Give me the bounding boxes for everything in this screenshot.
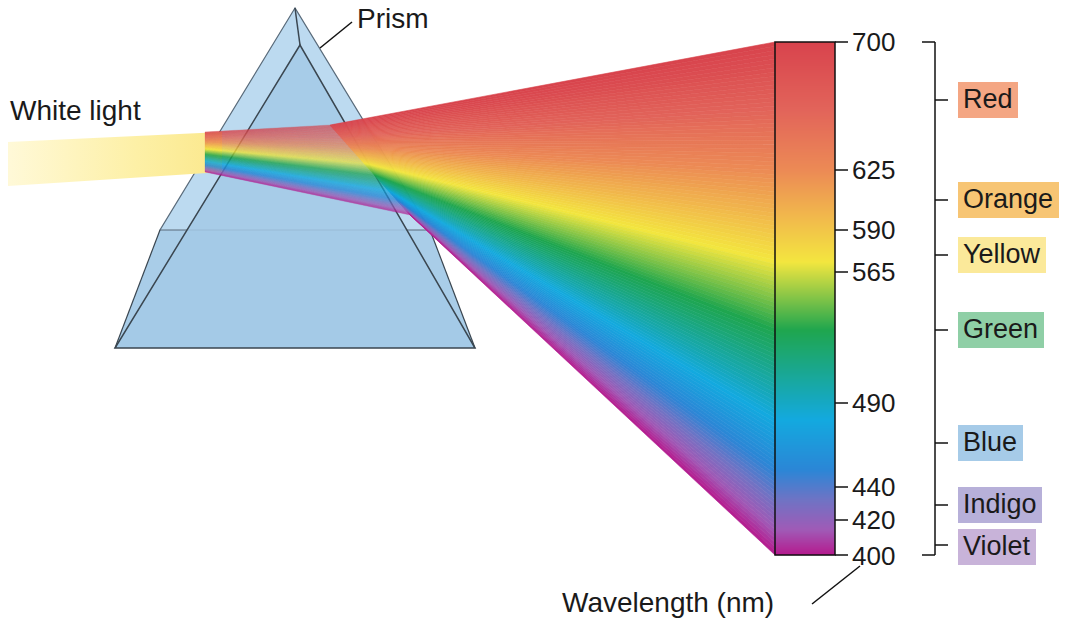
- wavelength-bar-frame: [775, 42, 835, 555]
- color-name: Violet: [963, 532, 1031, 562]
- color-name: Green: [963, 315, 1039, 345]
- beam-label: White light: [10, 96, 141, 127]
- wavelength-value: 420: [852, 506, 895, 535]
- wavelength-value: 440: [852, 473, 895, 502]
- wavelength-value: 590: [852, 216, 895, 245]
- color-name-box: Red: [958, 82, 1018, 118]
- color-name: Orange: [963, 185, 1054, 215]
- color-name-box: Blue: [958, 425, 1023, 461]
- color-name: Red: [963, 85, 1013, 115]
- wavelength-value: 625: [852, 156, 895, 185]
- color-name: Indigo: [963, 490, 1037, 520]
- color-name: Blue: [963, 428, 1018, 458]
- color-name-box: Violet: [958, 529, 1036, 565]
- prism-leader: [320, 22, 352, 48]
- color-name-box: Yellow: [958, 237, 1046, 273]
- wavelength-leader: [812, 566, 860, 604]
- spectrum-fan: [205, 42, 775, 555]
- color-name-box: Orange: [958, 182, 1059, 218]
- white-light-beam: [8, 132, 222, 186]
- wavelength-value: 700: [852, 28, 895, 57]
- color-name: Yellow: [963, 240, 1041, 270]
- part-label: Prism: [357, 4, 429, 35]
- color-name-box: Green: [958, 312, 1044, 348]
- wavelength-bar: [775, 42, 835, 555]
- wavelength-value: 490: [852, 389, 895, 418]
- wavelength-value: 565: [852, 258, 895, 287]
- color-name-box: Indigo: [958, 487, 1042, 523]
- wavelength-ticks: [835, 42, 848, 555]
- prism-edge: [115, 230, 160, 348]
- axis-label: Wavelength (nm): [562, 588, 774, 619]
- wavelength-value: 400: [852, 542, 895, 571]
- color-bracket: [922, 42, 948, 555]
- prism-edge: [295, 8, 300, 45]
